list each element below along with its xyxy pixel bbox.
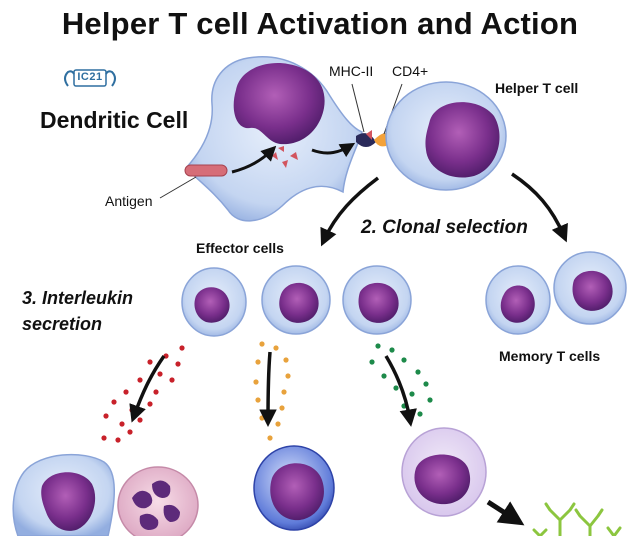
memory-t-cell-1 <box>485 265 551 335</box>
dendritic-cell <box>184 56 363 222</box>
target-cell-macrophage <box>12 453 115 537</box>
presentation-arrow <box>311 142 356 158</box>
cytokines-green <box>369 343 433 417</box>
clonal-arrow-left <box>320 176 380 247</box>
interleukin-label: 3. Interleukin secretion <box>22 288 134 334</box>
memory-t-cell-2 <box>553 251 627 325</box>
dendritic-cell-label: Dendritic Cell <box>40 107 189 133</box>
il-arrow-green <box>384 355 417 427</box>
logo-icon <box>64 69 116 87</box>
antibodies-icon <box>532 502 622 538</box>
effector-cells-label: Effector cells <box>196 240 284 256</box>
uptake-arrow <box>231 145 277 174</box>
cd4-label: CD4+ <box>392 63 429 79</box>
il-arrow-red <box>129 354 166 423</box>
mhc-ii-label: MHC-II <box>329 63 374 79</box>
antigen <box>159 164 228 199</box>
helper-t-cell <box>385 81 507 191</box>
clonal-arrow-right <box>511 172 568 243</box>
clonal-selection-label: 2. Clonal selection <box>361 217 528 238</box>
antibody-arrow <box>486 499 525 526</box>
il-arrow-orange <box>259 351 277 427</box>
logo-text: IC21 <box>77 71 103 83</box>
memory-t-cells-label: Memory T cells <box>499 348 601 364</box>
b-cell <box>401 427 487 517</box>
effector-cell-1 <box>181 267 247 337</box>
target-cell-activated <box>253 445 335 531</box>
mhc-ii-receptor <box>351 83 376 147</box>
effector-cell-2 <box>261 265 331 335</box>
cytokines-orange <box>253 341 291 441</box>
helper-t-cell-label: Helper T cell <box>495 80 579 96</box>
page-title: Helper T cell Activation and Action <box>61 6 579 41</box>
effector-cell-3 <box>342 265 412 335</box>
target-cell-granulocyte <box>117 466 199 541</box>
antigen-label: Antigen <box>105 193 153 209</box>
